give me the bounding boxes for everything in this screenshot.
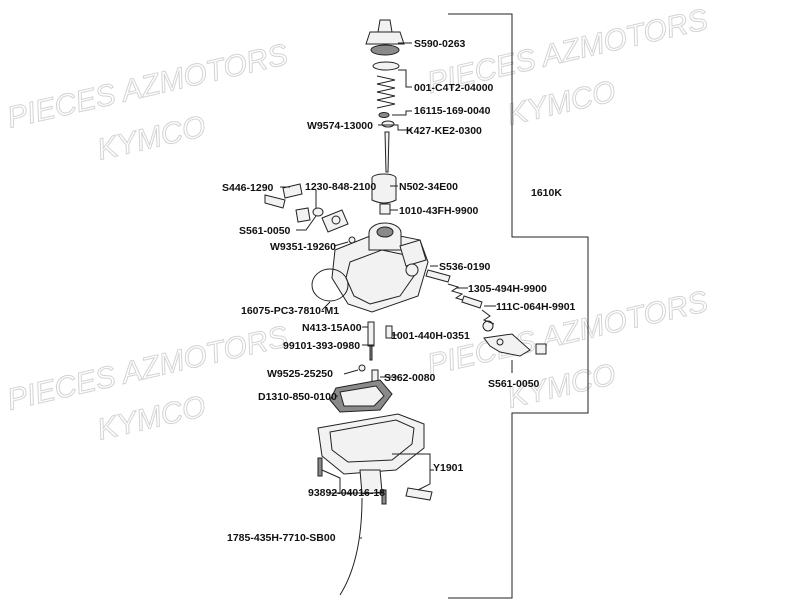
part-label: N413-15A00 — [302, 322, 362, 334]
part-label: 1785-435H-7710-SB00 — [227, 532, 336, 544]
main-jet-group — [367, 321, 393, 361]
throttle-valve — [371, 173, 397, 204]
float — [329, 379, 393, 413]
cable-bracket — [483, 333, 547, 357]
part-label: 1230-848-2100 — [305, 181, 376, 193]
part-labels: S590-0263 001-C4T2-04000 16115-169-0040 … — [222, 38, 576, 544]
watermark-text: KYMCO — [504, 75, 619, 132]
part-label: 1010-43FH-9900 — [399, 205, 479, 217]
part-label: S536-0190 — [439, 261, 491, 273]
retainer — [381, 120, 395, 128]
part-label: 16115-169-0040 — [414, 105, 491, 117]
idle-screw-assembly — [425, 269, 495, 332]
watermark-text: KYMCO — [94, 110, 209, 167]
part-label: Y1901 — [433, 462, 464, 474]
part-label: 93892-04016-18 — [308, 487, 385, 499]
jet-needle — [384, 131, 390, 173]
float-bowl — [317, 413, 425, 495]
part-label: S362-0080 — [384, 372, 436, 384]
part-label: S446-1290 — [222, 182, 274, 194]
needle-clip — [378, 112, 390, 118]
small-part — [358, 364, 366, 372]
part-label: W9525-25250 — [267, 368, 333, 380]
leader-lines — [280, 42, 513, 539]
insulator-gasket — [321, 209, 349, 233]
part-label: S561-0050 — [488, 378, 540, 390]
part-label: 1001-440H-0351 — [391, 330, 470, 342]
carburetor-body — [331, 222, 429, 313]
part-label: W9574-13000 — [307, 120, 373, 132]
part-label: S590-0263 — [414, 38, 466, 50]
drain-hose — [339, 497, 363, 596]
watermark-text: KYMCO — [94, 390, 209, 447]
part-label: D1310-850-0100 — [258, 391, 337, 403]
fitting — [379, 203, 391, 215]
watermark-group-left: PIECES AZMOTORS KYMCO PIECES AZMOTORS KY… — [4, 38, 292, 448]
assembly-bracket — [448, 13, 589, 599]
part-label: N502-34E00 — [399, 181, 458, 193]
choke-assembly — [264, 183, 324, 223]
part-label: 99101-393-0980 — [283, 340, 360, 352]
assembly-label: 1610K — [531, 187, 562, 199]
part-label: 111C-064H-9901 — [496, 301, 576, 313]
part-label: K427-KE2-0300 — [406, 125, 482, 137]
part-label: W9351-19260 — [270, 241, 336, 253]
o-ring — [311, 268, 349, 302]
watermark-text: PIECES AZMOTORS — [4, 38, 291, 135]
throttle-spring — [376, 75, 396, 109]
part-label: S561-0050 — [239, 225, 291, 237]
washer — [372, 61, 400, 71]
part-label: 1305-494H-9900 — [468, 283, 547, 295]
part-label: 001-C4T2-04000 — [414, 82, 494, 94]
drain-screw — [405, 487, 433, 501]
part-label: 16075-PC3-7810-M1 — [241, 305, 339, 317]
carb-top-cap — [365, 19, 405, 56]
